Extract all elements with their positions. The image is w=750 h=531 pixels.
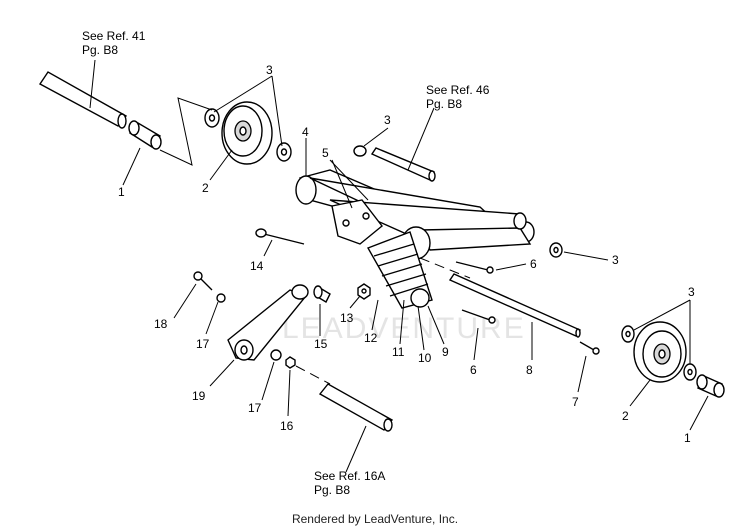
bolt-18 <box>193 271 226 303</box>
shock-bracket <box>331 199 383 245</box>
callout-3-mid: 3 <box>384 113 391 127</box>
rear-arm-frame <box>295 169 535 260</box>
ref41-line2: Pg. B8 <box>82 43 118 57</box>
ref16a-line1: See Ref. 16A <box>314 469 385 483</box>
wheel-2-top <box>204 101 292 165</box>
callout-7: 7 <box>572 395 579 409</box>
callout-2-bottom: 2 <box>622 409 629 423</box>
callout-14: 14 <box>250 259 264 273</box>
spacer-15 <box>313 285 331 303</box>
callout-9: 9 <box>442 345 449 359</box>
bolt-6-upper <box>455 261 494 274</box>
washer-right <box>549 242 563 258</box>
lower-shaft <box>295 365 394 432</box>
callout-15: 15 <box>314 337 328 351</box>
ref16a-line2: Pg. B8 <box>314 483 350 497</box>
callout-12: 12 <box>364 331 378 345</box>
callout-3-bottom: 3 <box>688 285 695 299</box>
upper-shaft <box>38 71 128 129</box>
axle-8 <box>419 257 582 338</box>
callout-17-bottom: 17 <box>248 401 262 415</box>
callout-4: 4 <box>302 125 309 139</box>
nut-13 <box>357 283 371 300</box>
callout-10: 10 <box>418 351 432 365</box>
callout-3-top: 3 <box>266 63 273 77</box>
wheel-2-bottom <box>621 321 697 383</box>
callout-2-top: 2 <box>202 181 209 195</box>
callout-6-right: 6 <box>530 257 537 271</box>
ref41-line1: See Ref. 41 <box>82 29 146 43</box>
callout-18: 18 <box>154 317 168 331</box>
callout-16: 16 <box>280 419 294 433</box>
leader-lines <box>89 59 709 473</box>
bolt-6-lower <box>461 309 496 324</box>
ref46-line2: Pg. B8 <box>426 97 462 111</box>
callout-11: 11 <box>392 345 405 359</box>
assembly-guide-line <box>159 97 213 166</box>
callout-1-top: 1 <box>118 185 125 199</box>
ref46-line1: See Ref. 46 <box>426 83 490 97</box>
footer-credit: Rendered by LeadVenture, Inc. <box>291 512 459 526</box>
lower-link-arm <box>227 284 309 361</box>
callout-19: 19 <box>192 389 206 403</box>
callout-13: 13 <box>340 311 354 325</box>
bolt-14 <box>255 228 305 245</box>
callout-8: 8 <box>526 363 533 377</box>
bolt-7 <box>579 341 600 355</box>
callout-3-right: 3 <box>612 253 619 267</box>
upper-right-shaft <box>353 145 436 182</box>
shock-absorber <box>366 231 433 309</box>
callout-1-bottom: 1 <box>684 431 691 445</box>
bushing-1-top <box>128 120 162 150</box>
bushing-1-bottom <box>696 374 725 398</box>
callout-5: 5 <box>322 146 329 160</box>
lower-washers <box>270 349 296 369</box>
callout-17-left: 17 <box>196 337 210 351</box>
callout-6-bottom: 6 <box>470 363 477 377</box>
